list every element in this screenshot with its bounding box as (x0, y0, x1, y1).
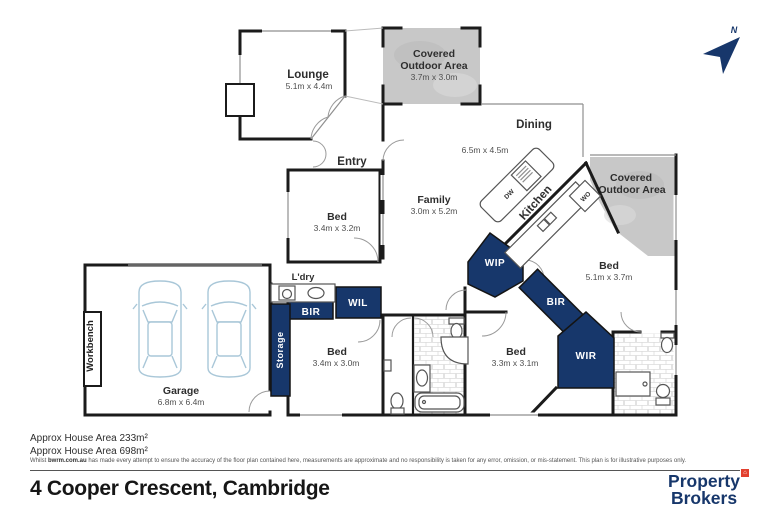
kitchen-island (479, 147, 555, 223)
room-label: Covered (413, 48, 455, 60)
room-dims: 3.7m x 3.0m (411, 72, 458, 82)
bed-center-dims: 3.3m x 3.1m (492, 358, 539, 368)
house-area-line: Approx House Area 233m² (30, 433, 148, 444)
family-dims: 3.0m x 5.2m (411, 206, 458, 216)
bed-center-label: Bed (506, 346, 526, 358)
bed-right-dims: 5.1m x 3.7m (586, 272, 633, 282)
brand-line2: Brokers (670, 488, 738, 508)
fireplace (225, 83, 255, 117)
address-title: 4 Cooper Crescent, Cambridge (30, 477, 330, 500)
wir-closet (557, 310, 615, 389)
kitchen-sink-icon (536, 218, 551, 233)
door-arcs (248, 95, 642, 413)
pedestal-basin-icon (655, 383, 671, 399)
brand-text: Property (668, 471, 740, 491)
family-label: Family (417, 194, 450, 206)
wall-oven (568, 179, 602, 213)
storage-label: Storage (275, 331, 285, 368)
laundry-label: L'dry (292, 272, 316, 283)
dining-label: Dining (516, 119, 552, 131)
disclaimer: Whilst bwrm.com.au has made every attemp… (30, 458, 746, 464)
garage-label: Garage (163, 385, 199, 397)
covered-outdoor-area-top: Covered Outdoor Area 3.7m x 3.0m (383, 28, 480, 104)
entry-label: Entry (337, 156, 367, 168)
car-icon (132, 280, 188, 378)
wc-basin-icon (383, 359, 392, 372)
north-label: N (731, 25, 738, 35)
lounge-dims: 5.1m x 4.4m (286, 81, 333, 91)
room-label: Outdoor Area (598, 184, 665, 196)
covered-outdoor-area-right: Covered Outdoor Area (590, 157, 676, 256)
corner-shower-icon (440, 336, 469, 365)
bed-upper-label: Bed (327, 211, 347, 223)
divider (30, 470, 740, 471)
bed-lower-left-label: Bed (327, 346, 347, 358)
workbench (83, 311, 102, 387)
workbench-label: Workbench (85, 320, 96, 372)
wil-label: WIL (348, 298, 368, 309)
kitchen-sink-icon (543, 211, 558, 226)
wip-label: WIP (485, 258, 505, 269)
disclaimer-text: has made every attempt to ensure the acc… (86, 458, 687, 464)
laundry-tub-icon (307, 286, 325, 300)
bed-upper-dims: 3.4m x 3.2m (314, 223, 361, 233)
bed-right-label: Bed (599, 260, 619, 272)
wil-closet (335, 286, 382, 319)
dining-dims: 6.5m x 4.5m (462, 145, 509, 155)
wir-label: WIR (576, 351, 597, 362)
floor-plan-canvas: Covered Outdoor Area 3.7m x 3.0m Covered… (83, 25, 740, 418)
disclaimer-text: Whilst (30, 458, 48, 464)
brand-line1: Property⌂ (668, 469, 749, 491)
garage-fittings: Workbench (83, 280, 257, 387)
laundry-fittings (270, 283, 336, 303)
land-area-line: Approx House Area 698m² (30, 446, 148, 457)
property-brokers-logo: Property⌂ Brokers (668, 469, 749, 508)
lounge-label: Lounge (287, 69, 329, 81)
disclaimer-site: bwrm.com.au (48, 458, 87, 464)
brand-mark-icon: ⌂ (741, 469, 749, 477)
north-arrow-icon: N (703, 25, 740, 74)
bathroom-fittings (383, 317, 469, 415)
bed-lower-left-dims: 3.4m x 3.0m (313, 358, 360, 368)
bir-right-label: BIR (547, 297, 566, 308)
kitchen-fittings: DW WO (479, 147, 602, 269)
dishwasher-icon (510, 160, 542, 192)
ensuite-fittings (615, 332, 675, 406)
car-icon (201, 280, 257, 378)
storage-closet (270, 303, 291, 397)
bir-left-label: BIR (302, 307, 321, 318)
wc-toilet-icon (390, 392, 404, 410)
garage-dims: 6.8m x 6.4m (158, 397, 205, 407)
room-label: Outdoor Area (400, 60, 467, 72)
room-label: Covered (610, 172, 652, 184)
